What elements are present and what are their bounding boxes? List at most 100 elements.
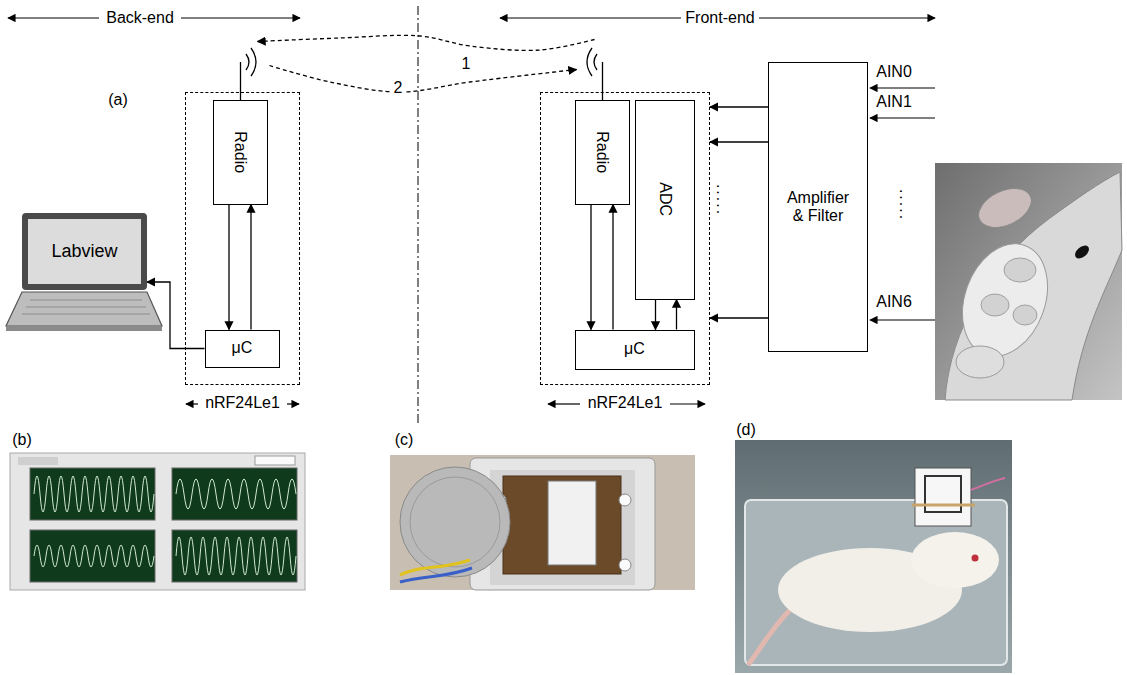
- brain-region: [981, 294, 1009, 316]
- module-name: nRF24Le1: [202, 394, 283, 412]
- window-frame: [10, 453, 305, 590]
- laptop-screen: Labview: [22, 213, 147, 290]
- block-label: μC: [624, 340, 645, 358]
- range-arrow: [186, 403, 198, 404]
- photo-ground: [390, 455, 695, 590]
- radio-block: Radio: [213, 100, 268, 205]
- pin-name: AIN1: [873, 93, 915, 111]
- pin-name: AIN0: [873, 63, 915, 81]
- rubber-band: [912, 504, 975, 507]
- section-arrows: [8, 18, 935, 404]
- signal-arrow: [147, 282, 205, 349]
- antenna-wave: [251, 48, 256, 76]
- cerebellum: [956, 346, 1004, 378]
- antenna-wave: [594, 54, 597, 70]
- section-title: Back-end: [103, 9, 177, 27]
- signal-arrow: [870, 117, 935, 118]
- cable: [971, 478, 1005, 490]
- microcontroller-block: μC: [205, 330, 280, 368]
- signal-arrow: [228, 205, 229, 330]
- signal-arrow: [710, 141, 768, 142]
- screw-post: [619, 494, 631, 506]
- headstage-frame: [925, 476, 961, 512]
- range-arrow: [181, 17, 300, 18]
- brain: [948, 232, 1063, 368]
- rat-eye: [972, 555, 979, 562]
- block-label: Labview: [51, 241, 117, 262]
- range-arrow: [8, 17, 99, 18]
- signal-arrow: [870, 319, 935, 320]
- sine-trace: [34, 545, 154, 567]
- wireless-link: [270, 66, 577, 93]
- panel-letter: (b): [9, 431, 35, 449]
- housing-inner: [490, 470, 635, 585]
- antenna-stem: [240, 62, 241, 100]
- range-arrow: [548, 403, 580, 404]
- module-box: nRF24Le1RadioμC: [185, 92, 300, 385]
- antenna-wave: [246, 54, 249, 70]
- block-label: ADC: [655, 183, 673, 217]
- ellipsis-dots: .....: [713, 181, 731, 219]
- signal-arrow: [250, 205, 251, 330]
- block-label: Amplifier & Filter: [787, 189, 849, 226]
- sine-trace: [176, 479, 296, 509]
- ellipsis-dots: .....: [896, 186, 914, 224]
- rat-head: [945, 172, 1122, 400]
- separator-line: [418, 6, 419, 425]
- signal-arrow: [710, 317, 768, 318]
- coin-rim: [410, 477, 500, 567]
- wireless-link: [258, 35, 595, 50]
- sine-traces: [34, 476, 296, 575]
- plot-panel: [172, 530, 297, 582]
- sine-trace: [176, 537, 296, 575]
- block-label: Radio: [231, 131, 249, 173]
- range-arrow: [500, 17, 681, 18]
- signal-arrow: [590, 205, 591, 330]
- amplifier-filter-block: Amplifier & Filter: [768, 62, 868, 352]
- circuit-board: [503, 476, 621, 574]
- device-photo: [390, 455, 695, 590]
- signal-arrow: [655, 300, 656, 330]
- panel-letter: (d): [733, 421, 759, 439]
- brain-region: [1013, 305, 1037, 325]
- toolbar-item: [18, 457, 58, 465]
- range-arrow: [670, 403, 705, 404]
- rat-tail: [748, 610, 790, 665]
- rat-head: [911, 532, 999, 588]
- signal-arrow: [870, 87, 935, 88]
- key-row: [30, 300, 142, 301]
- coin: [400, 467, 510, 577]
- range-arrow: [287, 403, 299, 404]
- brain-region: [1004, 258, 1036, 282]
- link-number: 1: [459, 55, 474, 73]
- photo-ground: [735, 440, 1012, 673]
- antenna-wave: [587, 48, 592, 76]
- laptop-edge: [6, 326, 162, 331]
- block-label: μC: [232, 339, 253, 357]
- screw-post: [619, 559, 631, 571]
- input-arrows: [870, 88, 935, 320]
- panel-letter: (a): [105, 91, 131, 109]
- link-number: 2: [391, 79, 406, 97]
- radio-module: [548, 481, 596, 565]
- microcontroller-block: μC: [575, 330, 695, 370]
- signal-arrow: [612, 205, 613, 330]
- laptop-keys: [22, 300, 150, 314]
- section-title: Front-end: [682, 9, 757, 27]
- range-arrow: [759, 17, 935, 18]
- plot-panel: [30, 468, 155, 520]
- rat-eye: [1073, 243, 1092, 261]
- rat-ear: [972, 181, 1037, 235]
- block-label: Radio: [593, 131, 611, 173]
- plot-panel: [30, 530, 155, 582]
- antenna-stem: [602, 62, 603, 100]
- rat-brain-illustration: [935, 163, 1122, 400]
- signal-arrow: [710, 106, 768, 107]
- plot-panel: [172, 468, 297, 520]
- headstage: [915, 468, 971, 526]
- illustration-ground: [935, 163, 1122, 400]
- panel-letter: (c): [392, 431, 417, 449]
